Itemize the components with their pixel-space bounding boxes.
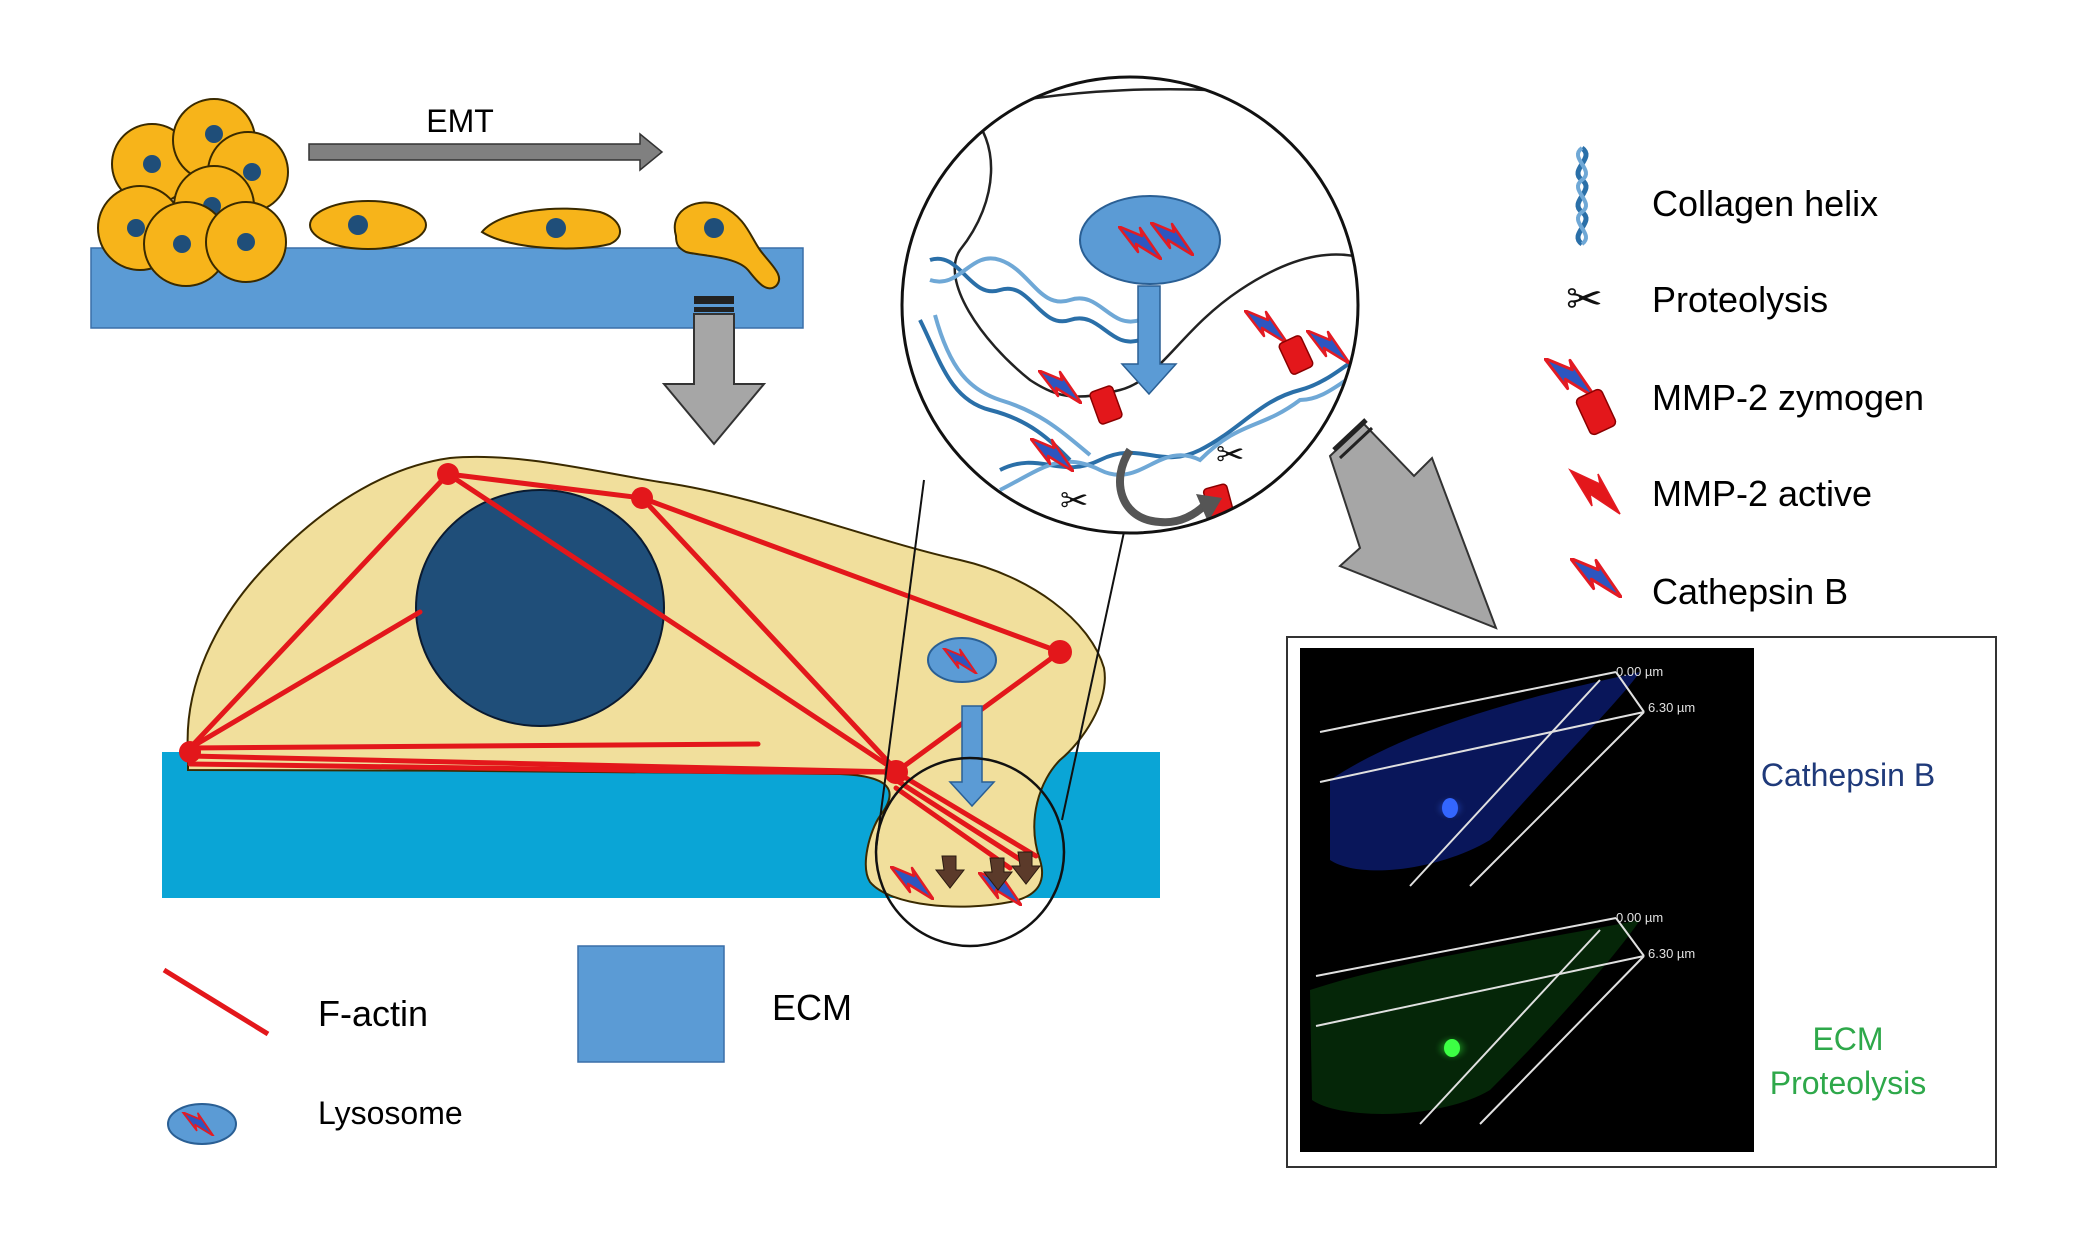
lysosome-legend-icon: [167, 1103, 237, 1145]
emt-label: EMT: [426, 103, 494, 139]
legend-collagen-helix: Collagen helix: [1652, 183, 1878, 224]
ecm-legend-swatch: [577, 945, 725, 1063]
mmp2-active-icon: [1568, 468, 1621, 515]
legend-lysosome: Lysosome: [318, 1095, 463, 1131]
svg-text:✂: ✂: [1216, 435, 1245, 475]
channel-label-cathepsin-b: Cathepsin B: [1761, 757, 1935, 793]
transitioning-cells: [309, 200, 781, 290]
arrow-to-micrograph: [1328, 418, 1498, 630]
legend-mmp2-zymogen: MMP-2 zymogen: [1652, 377, 1924, 418]
zoom-line-right: [1061, 531, 1125, 821]
micrograph-bottom-scale-0: 0.00 µm: [1616, 910, 1663, 925]
magnified-view: ✂ ✂: [900, 75, 1498, 630]
cathepsin-b-icon: [1570, 558, 1622, 598]
lysosome-arrow: [948, 705, 996, 808]
micrograph-top-scale-0: 0.00 µm: [1616, 664, 1663, 679]
micrograph-panel: 0.00 µm 6.30 µm 0.00 µm 6.30 µm Cathepsi…: [1286, 636, 1997, 1168]
factin-legend-line: [162, 967, 270, 1037]
focal-adhesions: [179, 463, 1072, 784]
channel-label-ecm: ECM: [1812, 1021, 1883, 1057]
mesenchymal-cell: [673, 201, 781, 290]
legend-right: Collagen helix ✂ Proteolysis MMP-2 zymog…: [1544, 145, 1924, 612]
cell-body: [186, 455, 1106, 908]
factin-network: [187, 471, 1063, 871]
green-channel: 0.00 µm 6.30 µm: [1310, 910, 1695, 1125]
svg-text:✂: ✂: [1060, 481, 1089, 521]
mmp2-zymogen-icon: [1544, 358, 1617, 436]
micrograph-bottom-scale-1: 6.30 µm: [1648, 946, 1695, 961]
lysosome: [927, 637, 997, 683]
legend-factin: F-actin: [318, 993, 428, 1034]
legend-mmp2-active: MMP-2 active: [1652, 473, 1872, 514]
legend-cathepsin-b: Cathepsin B: [1652, 571, 1848, 612]
migrating-cell-panel: [162, 455, 1160, 948]
legend-ecm: ECM: [772, 987, 852, 1028]
cell-nucleus: [415, 489, 665, 727]
micrograph-top-scale-1: 6.30 µm: [1648, 700, 1695, 715]
channel-label-proteolysis: Proteolysis: [1770, 1065, 1927, 1101]
scissors-icon: ✂: [1566, 274, 1603, 325]
legend-proteolysis: Proteolysis: [1652, 279, 1828, 320]
collagen-helix-icon: [1575, 145, 1589, 247]
zoom-line-left: [875, 479, 925, 851]
blue-channel: 0.00 µm 6.30 µm: [1319, 664, 1695, 887]
epithelial-cell-cluster: [97, 98, 289, 287]
invadopodium-enzymes: [890, 851, 1042, 906]
legend-left: F-actin Lysosome ECM: [162, 945, 852, 1145]
emt-panel: EMT: [90, 98, 804, 446]
emt-arrow: [308, 132, 664, 172]
down-arrow-to-cell: [661, 296, 767, 446]
invadopodium-circle: [874, 756, 1066, 948]
